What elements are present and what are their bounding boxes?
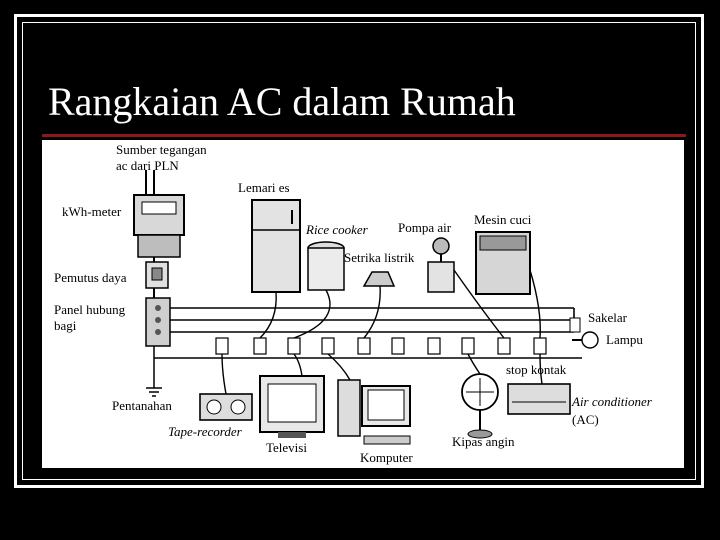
fridge-icon bbox=[252, 200, 300, 292]
label-pump: Pompa air bbox=[398, 220, 452, 235]
label-washer: Mesin cuci bbox=[474, 212, 532, 227]
water-pump-icon bbox=[428, 238, 454, 292]
washing-machine-icon bbox=[476, 232, 530, 294]
air-conditioner-icon bbox=[508, 384, 570, 414]
label-rice-cooker: Rice cooker bbox=[305, 222, 369, 237]
wiring-diagram: Sumber tegangan ac dari PLN kWh-meter Pe… bbox=[42, 140, 684, 468]
label-kwh-meter: kWh-meter bbox=[62, 204, 122, 219]
slide-title: Rangkaian AC dalam Rumah bbox=[48, 78, 516, 126]
diagram-panel: Sumber tegangan ac dari PLN kWh-meter Pe… bbox=[42, 140, 684, 468]
label-iron: Setrika listrik bbox=[344, 250, 415, 265]
kwh-meter-icon bbox=[134, 170, 184, 257]
iron-icon bbox=[364, 272, 394, 286]
switch-icon bbox=[570, 318, 580, 332]
computer-icon bbox=[338, 380, 410, 444]
television-icon bbox=[260, 376, 324, 438]
label-tape: Tape-recorder bbox=[168, 424, 243, 439]
label-switch: Sakelar bbox=[588, 310, 628, 325]
title-underline bbox=[42, 134, 686, 137]
label-panel-line2: bagi bbox=[54, 318, 77, 333]
label-ground: Pentanahan bbox=[112, 398, 172, 413]
label-outlet: stop kontak bbox=[506, 362, 567, 377]
label-ac-line1: Air conditioner bbox=[571, 394, 653, 409]
ground-symbol bbox=[146, 346, 162, 396]
rice-cooker-icon bbox=[308, 242, 344, 290]
fan-icon bbox=[462, 374, 498, 438]
label-lamp: Lampu bbox=[606, 332, 643, 347]
label-source-line2: ac dari PLN bbox=[116, 158, 179, 173]
lamp-icon bbox=[572, 332, 598, 348]
tape-recorder-icon bbox=[200, 394, 252, 420]
label-computer: Komputer bbox=[360, 450, 413, 465]
outlet-row bbox=[216, 338, 546, 354]
label-breaker: Pemutus daya bbox=[54, 270, 127, 285]
label-fridge: Lemari es bbox=[238, 180, 290, 195]
label-ac-line2: (AC) bbox=[572, 412, 599, 427]
distribution-panel-icon bbox=[146, 298, 170, 346]
label-tv: Televisi bbox=[266, 440, 307, 455]
label-panel-line1: Panel hubung bbox=[54, 302, 126, 317]
label-source-line1: Sumber tegangan bbox=[116, 142, 207, 157]
breaker-icon bbox=[146, 262, 168, 288]
label-fan: Kipas angin bbox=[452, 434, 515, 449]
